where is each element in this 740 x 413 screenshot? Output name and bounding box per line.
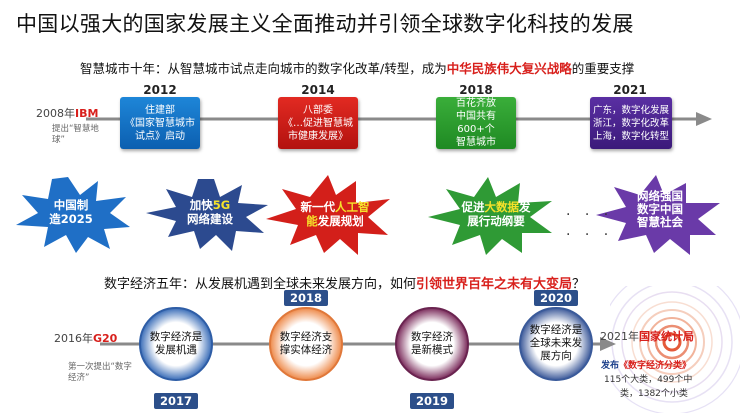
ellipsis-upper: · · · [566,207,614,223]
card-2014-line2: 《…促进智慧城 [283,117,353,129]
circle-2019-text: 数字经济 是新模式 [397,331,467,357]
circle-2017 [139,307,213,381]
c2017-line2: 发展机遇 [155,344,197,356]
card-2018-line2: 中国共有600+个 [456,111,496,135]
circle-2019 [395,307,469,381]
card-2021-line2: 浙江，数字化改革 [592,117,669,129]
tag-2017: 2017 [154,393,198,409]
g20-note: 第一次提出“数字经济” [68,362,132,383]
star5-line2: 数字中国 [637,202,683,216]
smart-city-heading-post: 的重要支撑 [571,61,635,76]
star1-line1: 中国制 [53,198,89,212]
digital-economy-circles [139,307,593,381]
nbs-note2: 类，1382个小类 [620,389,688,399]
circle-2020-text: 数字经济是 全球未来发 展方向 [521,324,591,363]
smart-city-start-year: 2008年 [36,107,75,120]
ellipsis-lower: · · · [566,227,614,243]
star-digital-china-text: 网络强国 数字中国 智慧社会 [620,190,700,229]
card-2018: 百花齐放 中国共有600+个 智慧城市 [436,97,516,149]
smart-city-heading: 智慧城市十年：从智慧城市试点走向城市的数字化改革/转型，成为中华民族伟大复兴战略… [80,58,634,77]
g20-label: G20 [93,332,118,345]
card-2018-line3: 智慧城市 [456,137,496,148]
concentric-rings-decoration [610,286,740,413]
star3-line2b: 发展规划 [317,214,364,228]
card-2012-line3: 试点》启动 [135,130,185,142]
c2018-line2: 撑实体经济 [279,344,333,356]
star4-line2: 展行动纲要 [467,214,525,228]
digital-economy-start: 2016年G20 [54,330,117,346]
starburst-5g [146,179,268,251]
star-made-in-china-text: 中国制 造2025 [36,198,106,226]
digital-economy-heading-pre: 数字经济五年：从发展机遇到全球未来发展方向，如何 [104,277,417,292]
year-2018: 2018 [459,83,493,97]
starburst-digital-china [596,175,720,255]
digital-economy-heading-post: ？ [572,277,586,292]
star2-line2: 网络建设 [187,212,233,226]
g20-year: 2016年 [54,332,93,345]
star4-line1a: 促进 [461,200,485,214]
digital-economy-heading-red: 引领世界百年之未有大变局 [416,277,573,292]
policy-starbursts [16,175,720,255]
digital-economy-end: 2021年国家统计局 [600,328,694,344]
smart-city-heading-pre: 智慧城市十年：从智慧城市试点走向城市的数字化改革/转型，成为 [80,61,447,76]
tag-2018: 2018 [284,290,328,306]
year-2012: 2012 [143,83,177,97]
c2019-line2: 是新模式 [411,344,453,356]
circle-2017-text: 数字经济是 发展机遇 [141,331,211,357]
star-big-data-text: 促进大数据发 展行动纲要 [448,200,544,228]
card-2021-line1: 广东，数字化发展 [592,104,669,116]
circle-2018-text: 数字经济支 撑实体经济 [271,331,341,357]
nbs-label: 国家统计局 [639,330,694,343]
year-2014: 2014 [301,83,335,97]
card-2012-line2: 《国家智慧城市 [125,117,195,129]
c2020-line2: 全球未来发 [529,337,583,349]
nbs-publish-pre: 发布 [601,361,620,371]
star-ai-text: 新一代人工智 能发展规划 [290,200,380,228]
nbs-note1: 115个大类，499个中 [604,375,693,385]
smart-city-heading-red: 中华民族伟大复兴战略 [446,61,572,76]
card-2012: 住建部 《国家智慧城市 试点》启动 [120,97,200,149]
c2018-line1: 数字经济支 [279,331,333,343]
star3-line1a: 新一代 [300,200,336,214]
star-5g-text: 加快5G 网络建设 [170,198,250,226]
page-title: 中国以强大的国家发展主义全面推动并引领全球数字化科技的发展 [16,12,634,36]
starburst-big-data [428,177,552,255]
circle-2020 [519,307,593,381]
nbs-publish-title: 《数字经济分类》 [619,361,692,371]
tag-2019: 2019 [410,393,454,409]
c2020-line3: 展方向 [540,350,572,362]
c2020-line1: 数字经济是 [529,324,583,336]
smart-city-start: 2008年IBM [36,105,98,121]
nbs-year: 2021年 [600,330,639,343]
ibm-label: IBM [75,107,99,120]
circle-2018 [269,307,343,381]
tag-2020: 2020 [534,290,578,306]
nbs-publish: 发布《数字经济分类》 [601,360,691,372]
star2-line1a: 加快 [189,198,213,212]
smart-city-start-note: 提出“智慧地球” [52,124,99,145]
star5-line1: 网络强国 [637,189,683,203]
card-2018-line1: 百花齐放 [456,98,496,109]
digital-economy-heading: 数字经济五年：从发展机遇到全球未来发展方向，如何引领世界百年之未有大变局？ [104,273,585,292]
star5-line3: 智慧社会 [637,215,683,229]
year-2021: 2021 [613,83,647,97]
card-2014-line1: 八部委 [303,104,333,116]
star2-line1b: 5G [212,198,231,212]
card-2014-line3: 市健康发展》 [288,130,348,142]
c2019-line1: 数字经济 [411,331,453,343]
star4-line1c: 发 [519,200,531,214]
star3-line2a: 能 [306,214,318,228]
card-2021: 广东，数字化发展 浙江，数字化改革 上海，数字化转型 [590,97,672,149]
starburst-made-in-china [16,177,130,253]
star4-line1b: 大数据 [484,200,520,214]
star1-line2: 造2025 [49,212,93,226]
card-2014: 八部委 《…促进智慧城 市健康发展》 [278,97,358,149]
star3-line1b: 人工智 [335,200,370,214]
card-2021-line3: 上海，数字化转型 [592,130,669,142]
card-2012-line1: 住建部 [145,104,175,116]
starburst-ai [266,175,390,255]
c2017-line1: 数字经济是 [149,331,203,343]
